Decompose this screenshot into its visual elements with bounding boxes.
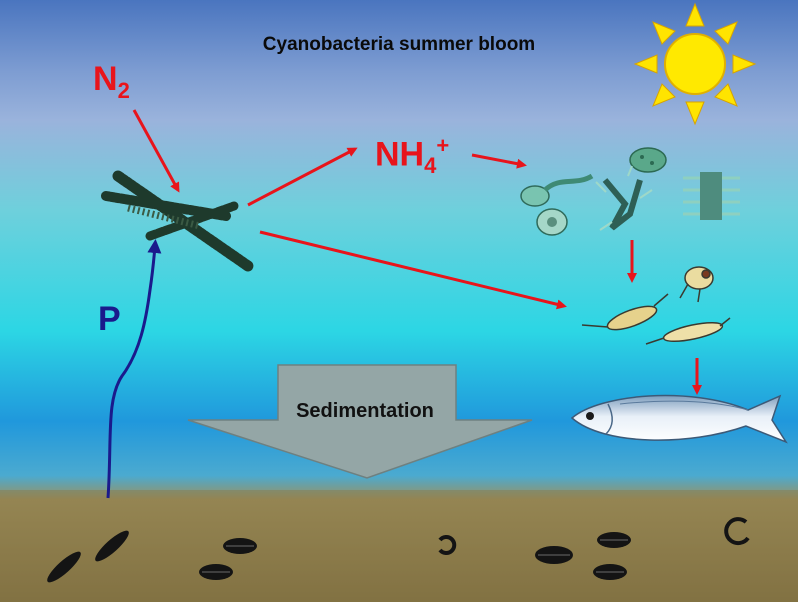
ammonium-uptake-arrow: [471, 153, 527, 169]
nitrogen-label: N2: [93, 60, 130, 103]
sun-icon: [633, 2, 757, 126]
sediment-layer: [0, 490, 798, 602]
zooplankton-icon: [581, 266, 731, 345]
grazing-arrow: [259, 230, 567, 310]
phosphorus-label: P: [98, 300, 121, 338]
cyanobacteria-filaments-icon: [101, 170, 254, 272]
worm-icon: [438, 517, 750, 555]
ammonium-label: NH4+: [375, 133, 450, 179]
benthic-organisms-icon: [47, 530, 631, 583]
sedimentation-arrow-icon: [187, 364, 533, 479]
diagram-title: Cyanobacteria summer bloom: [262, 34, 536, 55]
ammonium-release-arrow: [247, 147, 358, 207]
sedimentation-label: Sedimentation: [296, 400, 434, 422]
fish-icon: [570, 394, 788, 444]
n2-fixation-arrow: [132, 109, 180, 193]
phosphorus-upwelling-arrow: [106, 239, 162, 499]
phytoplankton-icon: [520, 147, 740, 236]
